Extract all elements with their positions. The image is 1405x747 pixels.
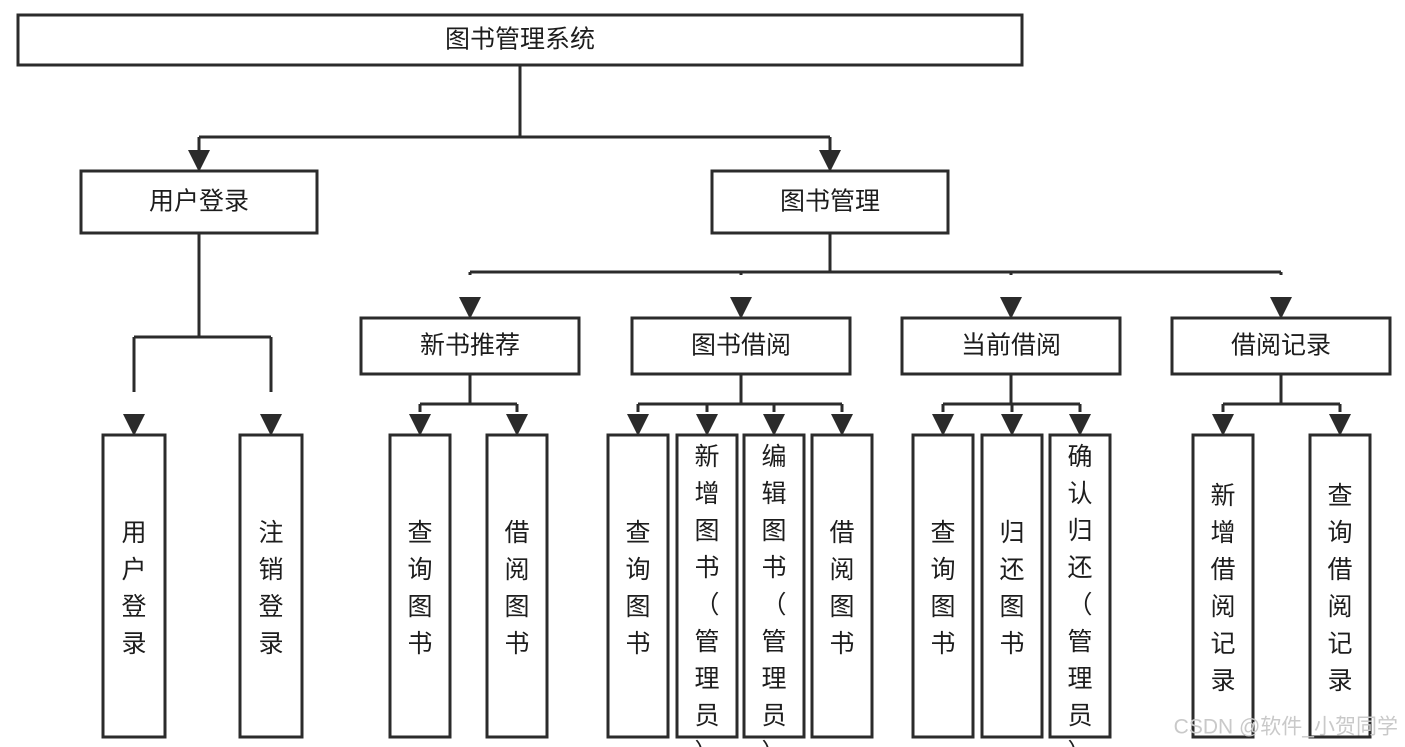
leaf-node-edit-book[interactable]: 编辑图书（管理员）	[742, 433, 806, 747]
leaf-node-user-logout[interactable]: 注销登录	[238, 433, 304, 739]
new-book-recommend-label: 新书推荐	[420, 332, 520, 360]
arrow-root-to-book-management	[819, 150, 841, 172]
arrow-to-leaf-query-book-2	[627, 414, 649, 436]
new-book-recommend-box[interactable]	[359, 316, 581, 376]
arrow-to-leaf-query-record	[1329, 414, 1351, 436]
leaf-borrow-book-2-label: 借阅图书	[829, 519, 854, 658]
borrow-record-box[interactable]	[1170, 316, 1392, 376]
leaf-confirm-return-box[interactable]	[1048, 433, 1112, 739]
node-user-login[interactable]: 用户登录	[79, 169, 319, 235]
leaf-user-logout-label: 注销登录	[258, 519, 283, 658]
leaf-user-login-box[interactable]	[101, 433, 167, 739]
leaf-query-book-1-label: 查询图书	[407, 519, 432, 658]
current-borrow-label: 当前借阅	[961, 332, 1061, 360]
leaf-node-user-login[interactable]: 用户登录	[101, 433, 167, 739]
leaf-return-book-label: 归还图书	[999, 519, 1024, 658]
node-book-management[interactable]: 图书管理	[710, 169, 950, 235]
leaf-query-book-1-box[interactable]	[388, 433, 452, 739]
root-node-box[interactable]	[16, 13, 1024, 67]
arrow-to-leaf-confirm-return	[1069, 414, 1091, 436]
leaf-layer: 用户登录 注销登录 查询图书 借阅图书 查询图书 新增图书（管理员）	[101, 433, 1372, 747]
book-management-box[interactable]	[710, 169, 950, 235]
arrow-to-leaf-add-record	[1212, 414, 1234, 436]
leaf-confirm-return-label: 确认归还（管理员）	[1067, 443, 1092, 747]
leaf-query-record-box[interactable]	[1308, 433, 1372, 739]
node-borrow-record[interactable]: 借阅记录	[1170, 316, 1392, 376]
arrow-to-leaf-query-book-1	[409, 414, 431, 436]
leaf-add-record-label: 新增借阅记录	[1210, 482, 1235, 695]
watermark-label: CSDN @软件_小贺同学	[1174, 716, 1398, 739]
connector-layer	[123, 65, 1351, 436]
leaf-node-query-book-2[interactable]: 查询图书	[606, 433, 670, 739]
arrow-to-leaf-borrow-book-2	[831, 414, 853, 436]
arrow-to-book-borrow	[730, 297, 752, 319]
leaf-user-login-label: 用户登录	[121, 519, 146, 658]
leaf-node-return-book[interactable]: 归还图书	[980, 433, 1044, 739]
node-book-borrow[interactable]: 图书借阅	[630, 316, 852, 376]
leaf-user-logout-box[interactable]	[238, 433, 304, 739]
arrow-to-leaf-add-book	[696, 414, 718, 436]
leaf-edit-book-box[interactable]	[742, 433, 806, 739]
leaf-node-query-record[interactable]: 查询借阅记录	[1308, 433, 1372, 739]
arrow-to-leaf-edit-book	[763, 414, 785, 436]
arrow-to-leaf-borrow-book-1	[506, 414, 528, 436]
book-management-label: 图书管理	[780, 188, 880, 216]
leaf-query-book-3-box[interactable]	[911, 433, 975, 739]
leaf-node-borrow-book-1[interactable]: 借阅图书	[485, 433, 549, 739]
leaf-add-record-box[interactable]	[1191, 433, 1255, 739]
leaf-query-record-label: 查询借阅记录	[1327, 482, 1352, 695]
leaf-return-book-box[interactable]	[980, 433, 1044, 739]
arrow-to-leaf-return-book	[1001, 414, 1023, 436]
leaf-add-book-box[interactable]	[675, 433, 739, 739]
book-borrow-label: 图书借阅	[691, 332, 791, 360]
leaf-borrow-book-1-box[interactable]	[485, 433, 549, 739]
leaf-node-confirm-return[interactable]: 确认归还（管理员）	[1048, 433, 1112, 747]
arrow-to-leaf-user-logout	[260, 414, 282, 436]
root-node-label: 图书管理系统	[445, 26, 595, 54]
leaf-node-query-book-1[interactable]: 查询图书	[388, 433, 452, 739]
leaf-node-borrow-book-2[interactable]: 借阅图书	[810, 433, 874, 739]
arrow-root-to-user-login	[188, 150, 210, 172]
book-borrow-box[interactable]	[630, 316, 852, 376]
leaf-borrow-book-2-box[interactable]	[810, 433, 874, 739]
leaf-node-query-book-3[interactable]: 查询图书	[911, 433, 975, 739]
leaf-node-add-book[interactable]: 新增图书（管理员）	[675, 433, 739, 747]
arrow-to-current-borrow	[1000, 297, 1022, 319]
user-login-box[interactable]	[79, 169, 319, 235]
borrow-record-label: 借阅记录	[1231, 332, 1331, 360]
leaf-query-book-3-label: 查询图书	[930, 519, 955, 658]
arrow-to-new-book-recommend	[459, 297, 481, 319]
node-root-book-management-system[interactable]: 图书管理系统	[16, 13, 1024, 67]
leaf-edit-book-label: 编辑图书（管理员）	[761, 443, 786, 747]
arrow-to-borrow-record	[1270, 297, 1292, 319]
leaf-borrow-book-1-label: 借阅图书	[504, 519, 529, 658]
node-current-borrow[interactable]: 当前借阅	[900, 316, 1122, 376]
current-borrow-box[interactable]	[900, 316, 1122, 376]
arrow-to-leaf-query-book-3	[932, 414, 954, 436]
leaf-node-add-record[interactable]: 新增借阅记录	[1191, 433, 1255, 739]
leaf-add-book-label: 新增图书（管理员）	[694, 443, 719, 747]
leaf-query-book-2-box[interactable]	[606, 433, 670, 739]
node-new-book-recommend[interactable]: 新书推荐	[359, 316, 581, 376]
arrow-to-leaf-user-login	[123, 414, 145, 436]
leaf-query-book-2-label: 查询图书	[625, 519, 650, 658]
user-login-label: 用户登录	[149, 188, 249, 216]
